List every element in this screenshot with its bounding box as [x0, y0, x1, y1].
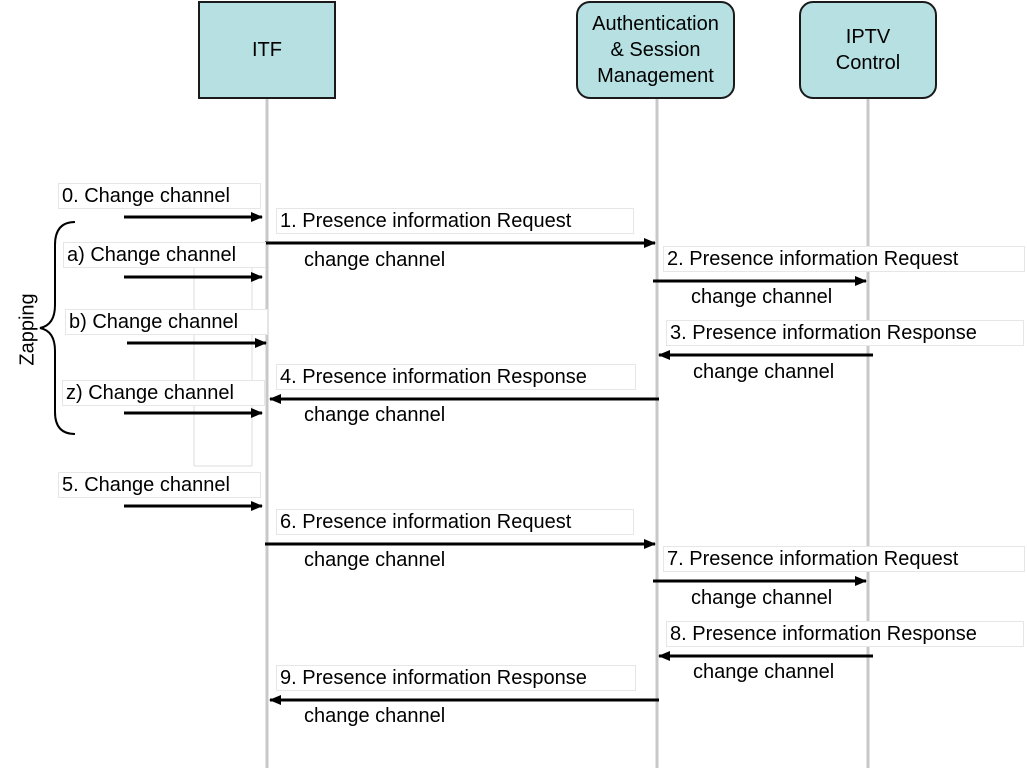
- message-1-sublabel: change channel: [304, 249, 446, 271]
- message-6-label: 6. Presence information Request: [276, 509, 634, 535]
- zapping-label: Zapping: [16, 293, 39, 366]
- entity-asm-label: Authentication & Session Management: [592, 13, 719, 87]
- message-0-label: 0. Change channel: [58, 183, 261, 209]
- entity-authentication-session-management: Authentication & Session Management: [576, 1, 735, 99]
- entity-itf-label: ITF: [252, 39, 282, 61]
- entity-iptv-control: IPTV Control: [799, 1, 937, 99]
- message-8-label: 8. Presence information Response: [666, 621, 1024, 647]
- message-8-sublabel: change channel: [693, 661, 835, 683]
- message-z-label: z) Change channel: [62, 380, 265, 406]
- message-2-sublabel: change channel: [691, 286, 833, 308]
- entity-iptv-label: IPTV Control: [835, 26, 901, 74]
- message-9-sublabel: change channel: [304, 705, 446, 727]
- message-a-label: a) Change channel: [63, 242, 266, 268]
- message-4-sublabel: change channel: [304, 404, 446, 426]
- message-7-label: 7. Presence information Request: [663, 546, 1025, 572]
- message-2-label: 2. Presence information Request: [663, 246, 1025, 272]
- message-3-label: 3. Presence information Response: [666, 320, 1024, 346]
- message-5-label: 5. Change channel: [58, 472, 261, 498]
- message-3-sublabel: change channel: [693, 361, 835, 383]
- entity-itf: ITF: [198, 1, 336, 99]
- message-b-label: b) Change channel: [65, 309, 268, 335]
- message-1-label: 1. Presence information Request: [276, 208, 634, 234]
- zapping-brace: [39, 221, 76, 435]
- message-7-sublabel: change channel: [691, 587, 833, 609]
- message-9-label: 9. Presence information Response: [276, 665, 636, 691]
- message-4-label: 4. Presence information Response: [276, 364, 636, 390]
- message-6-sublabel: change channel: [304, 549, 446, 571]
